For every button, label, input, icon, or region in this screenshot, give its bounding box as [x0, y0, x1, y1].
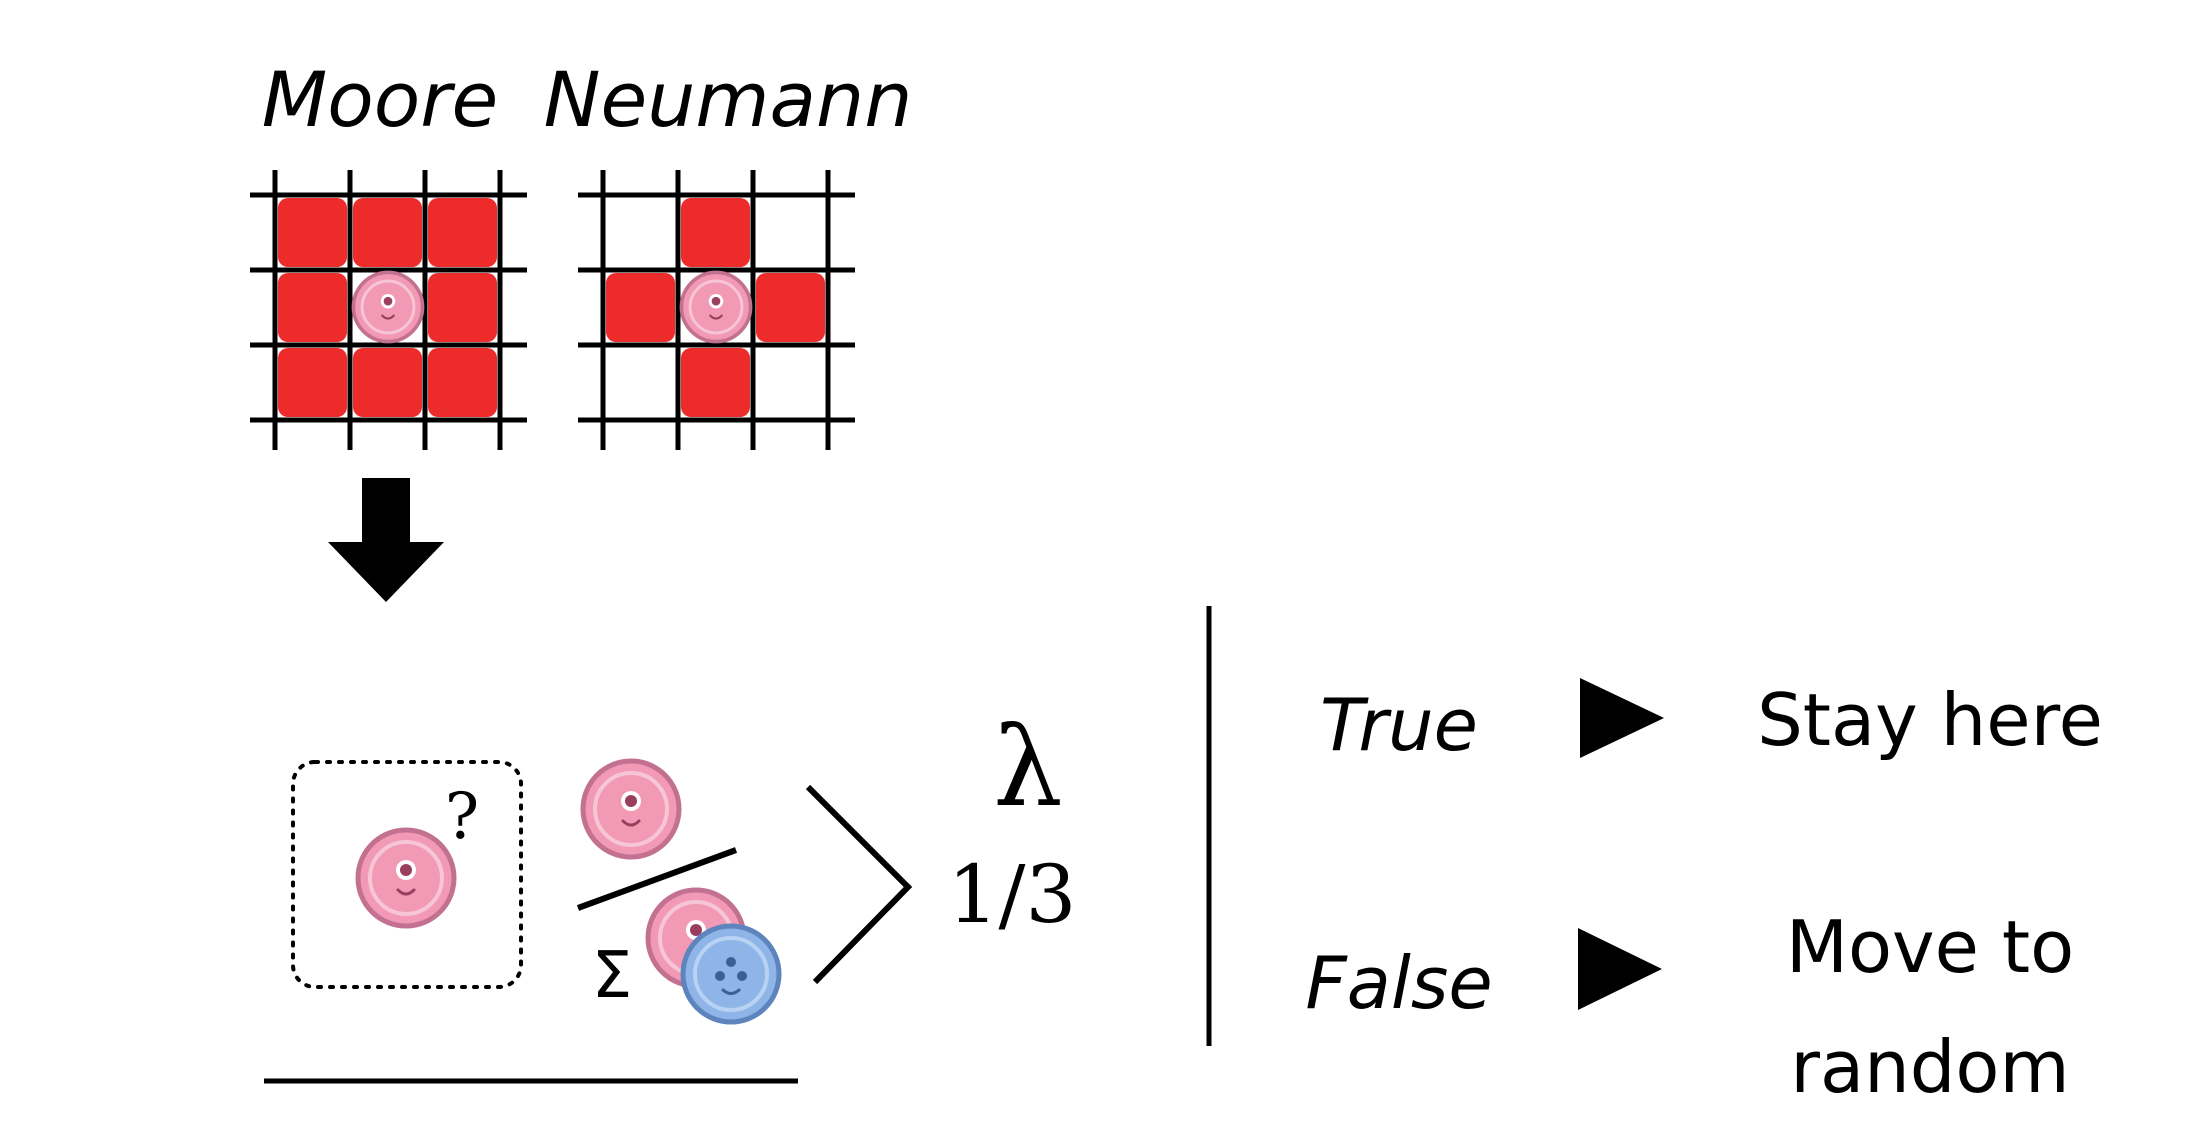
greater-than-sign: [805, 784, 913, 985]
neumann-neighbor-square: [681, 198, 750, 267]
moore-title: Moore: [262, 55, 499, 144]
fraction-bar: [576, 847, 738, 911]
true-action: Stay here: [1757, 678, 2103, 762]
neumann-title: Neumann: [544, 55, 913, 144]
focal-cell-icon: [358, 830, 454, 926]
moore-neighbor-square: [428, 348, 497, 417]
moore-center-cell-icon: [351, 270, 425, 344]
moore-neighbor-square: [278, 273, 347, 342]
false-action-line1: Move to: [1786, 905, 2074, 989]
false-arrow-icon: [1578, 928, 1662, 1010]
moore-neighbor-square: [278, 348, 347, 417]
moore-neighbor-square: [428, 198, 497, 267]
false-label: False: [1305, 941, 1492, 1025]
lambda-symbol: λ: [993, 703, 1063, 831]
true-label: True: [1320, 683, 1478, 767]
moore-grid: [250, 170, 527, 450]
neumann-grid: [578, 170, 855, 450]
sum-symbol: Σ: [592, 939, 632, 1013]
neumann-neighbor-square: [756, 273, 825, 342]
moore-neighbor-square: [278, 198, 347, 267]
focal-cell-box: [291, 760, 523, 989]
neumann-center-cell-icon: [679, 270, 753, 344]
true-arrow-icon: [1580, 678, 1664, 758]
moore-neighbor-square: [428, 273, 497, 342]
neumann-neighbor-square: [681, 348, 750, 417]
denominator-blue-cell-icon: [683, 926, 779, 1022]
moore-neighbor-square: [353, 198, 422, 267]
false-action-line2: random: [1790, 1025, 2069, 1109]
numerator-cell-icon: [583, 761, 679, 857]
question-mark: ?: [445, 780, 479, 854]
moore-neighbor-square: [353, 348, 422, 417]
threshold-value: 1/3: [948, 848, 1077, 941]
down-arrow-icon: [328, 478, 444, 602]
neumann-neighbor-square: [606, 273, 675, 342]
